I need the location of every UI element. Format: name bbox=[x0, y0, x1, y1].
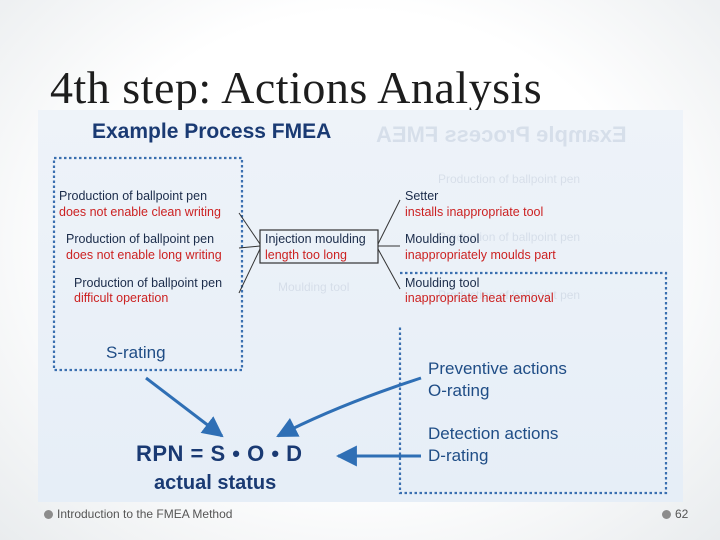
o-rating-arrow bbox=[276, 376, 422, 438]
mirrored-text-watermark: Moulding tool bbox=[278, 280, 350, 294]
s-rating-arrow bbox=[145, 376, 224, 438]
cause-item-1: Setter bbox=[405, 189, 439, 203]
function-failure-3: difficult operation bbox=[74, 291, 169, 305]
bullet-dot-icon bbox=[44, 509, 53, 519]
fmea-diagram: Example Process FMEA Production of ballp… bbox=[38, 110, 683, 502]
cause-failure-3: inappropriate heat removal bbox=[405, 291, 554, 305]
bullet-dot-icon bbox=[662, 509, 671, 519]
mirrored-text-watermark: Production of ballpoint pen bbox=[438, 172, 581, 186]
cause-actions-box-border bbox=[398, 271, 668, 495]
function-item-3: Production of ballpoint pen bbox=[74, 276, 223, 290]
cause-failure-1: installs inappropriate tool bbox=[405, 205, 544, 219]
rpn-formula: RPN = S • O • D bbox=[136, 441, 303, 466]
connector-lines bbox=[52, 156, 668, 495]
s-rating-label: S-rating bbox=[106, 343, 166, 362]
failure-mode-item: Injection moulding bbox=[265, 232, 366, 246]
function-item-2: Production of ballpoint pen bbox=[66, 232, 215, 246]
cause-item-3: Moulding tool bbox=[405, 276, 480, 290]
footer-text: Introduction to the FMEA Method bbox=[44, 507, 232, 521]
page-number-label: 62 bbox=[675, 507, 689, 521]
mirrored-text-watermark: Production of ballpoint pen bbox=[438, 288, 581, 302]
preventive-actions-label: Preventive actions bbox=[428, 359, 567, 378]
cause-item-2: Moulding tool bbox=[405, 232, 480, 246]
o-rating-label: O-rating bbox=[428, 381, 490, 400]
function-failure-2: does not enable long writing bbox=[66, 248, 222, 262]
d-rating-label: D-rating bbox=[428, 446, 489, 465]
diagram-title: Example Process FMEA bbox=[92, 120, 332, 143]
mirrored-text-watermark: Production of ballpoint pen bbox=[438, 230, 581, 244]
slide-title: 4th step: Actions Analysis bbox=[50, 62, 543, 113]
footer-label: Introduction to the FMEA Method bbox=[57, 507, 233, 521]
page-number: 62 bbox=[662, 507, 688, 521]
failure-mode-failure: length too long bbox=[265, 248, 348, 262]
detection-actions-label: Detection actions bbox=[428, 424, 559, 443]
function-item-1: Production of ballpoint pen bbox=[59, 189, 208, 203]
function-failure-1: does not enable clean writing bbox=[59, 205, 221, 219]
cause-failure-2: inappropriately moulds part bbox=[405, 248, 556, 262]
actual-status-label: actual status bbox=[154, 472, 277, 494]
